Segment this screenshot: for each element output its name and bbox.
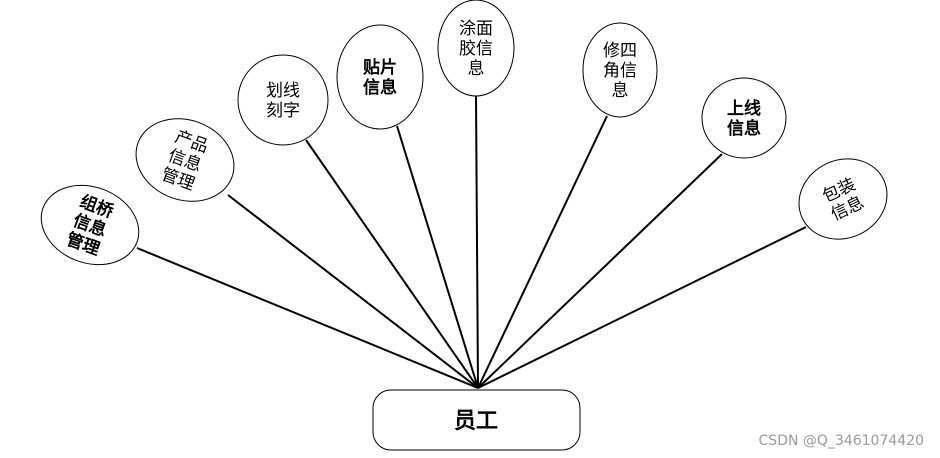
attribute-node-ellipse xyxy=(237,54,329,146)
attribute-node-ellipse xyxy=(582,22,658,118)
connector-patch xyxy=(396,125,479,389)
attribute-node-label-line: 信息 xyxy=(363,77,397,98)
attribute-node-ellipse xyxy=(336,24,424,130)
attribute-node-label-line: 上线 xyxy=(727,98,761,119)
root-entity: 员工 xyxy=(372,389,581,451)
attribute-node-label-line: 息 xyxy=(468,59,485,79)
attribute-node-ellipse xyxy=(798,158,888,240)
root-entity-label: 员工 xyxy=(454,409,498,434)
attribute-node-label-line: 贴片 xyxy=(363,57,397,78)
connector-product xyxy=(227,194,479,389)
attribute-node-label-line: 胶信 xyxy=(459,39,493,59)
connector-assembly xyxy=(136,247,479,389)
attribute-node-ellipse xyxy=(437,0,515,97)
attribute-node-label-line: 刻字 xyxy=(266,101,300,121)
attribute-node-label-line: 息 xyxy=(612,81,629,101)
attribute-node-label-line: 修四 xyxy=(603,41,637,61)
attribute-node-label-line: 划线 xyxy=(266,81,300,101)
attribute-node-ellipse xyxy=(701,77,787,159)
connector-package xyxy=(477,226,807,389)
attribute-node-label-line: 信息 xyxy=(727,118,761,139)
root-entity-box xyxy=(372,389,581,451)
attribute-node-label-line: 涂面 xyxy=(459,19,493,39)
connector-online xyxy=(477,153,723,389)
watermark: CSDN @Q_3461074420 xyxy=(758,433,924,449)
attribute-node-ellipse xyxy=(135,118,235,202)
attribute-node-label-line: 角信 xyxy=(603,61,637,81)
attribute-node-ellipse xyxy=(40,184,140,266)
connector-trim xyxy=(477,115,608,389)
connector-glue xyxy=(475,95,479,389)
connector-scribe xyxy=(305,139,479,389)
connector-lines xyxy=(136,95,807,389)
